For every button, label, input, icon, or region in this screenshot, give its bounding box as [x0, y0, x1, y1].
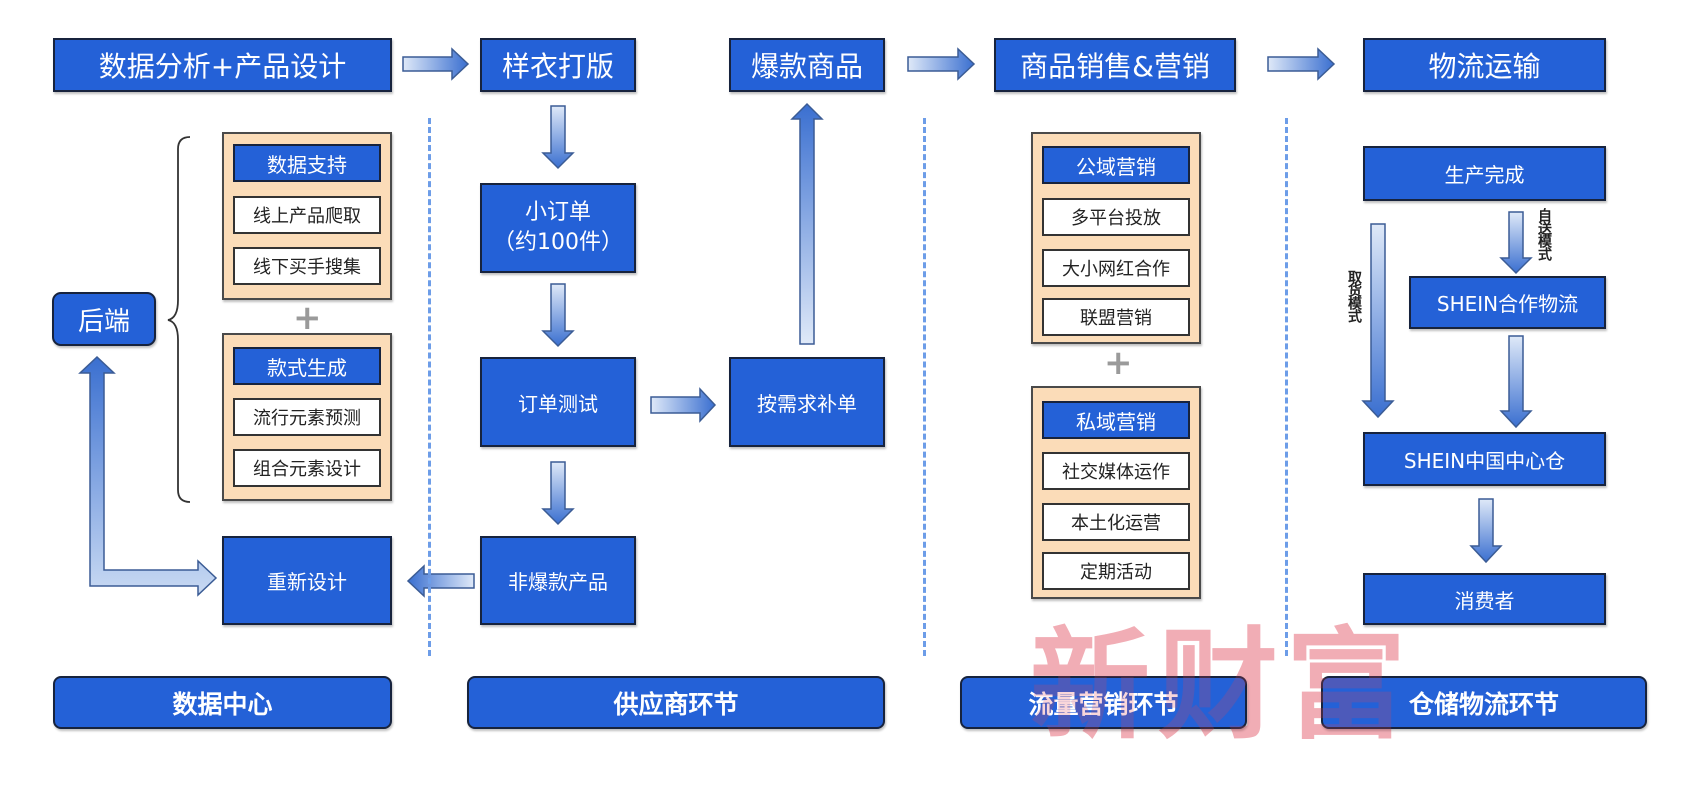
step-sales-marketing: 商品销售&营销 [994, 38, 1236, 92]
plus-icon: + [293, 298, 322, 338]
arrow-down-icon [1499, 211, 1533, 275]
central-warehouse-box: SHEIN中国中心仓 [1363, 432, 1606, 486]
step-sample-making: 样衣打版 [480, 38, 636, 92]
panel-item: 本土化运营 [1042, 503, 1190, 541]
section-warehouse-logistics: 仓储物流环节 [1321, 676, 1647, 729]
step-hot-products: 爆款商品 [729, 38, 885, 92]
arrow-down-icon [1469, 498, 1503, 564]
section-divider [428, 118, 431, 656]
restock-box: 按需求补单 [729, 357, 885, 447]
small-order-line2: （约100件） [493, 230, 623, 255]
backend-box: 后端 [52, 292, 156, 346]
non-hot-product-box: 非爆款产品 [480, 536, 636, 625]
loop-arrow-icon [78, 355, 218, 597]
step-data-analysis: 数据分析+产品设计 [53, 38, 392, 92]
order-test-box: 订单测试 [480, 357, 636, 447]
section-supplier: 供应商环节 [467, 676, 885, 729]
step-logistics: 物流运输 [1363, 38, 1606, 92]
section-data-center: 数据中心 [53, 676, 392, 729]
self-delivery-label: 自送模式 [1536, 208, 1552, 260]
arrow-right-icon [650, 387, 717, 423]
panel-item: 社交媒体运作 [1042, 452, 1190, 490]
section-traffic-marketing: 流量营销环节 [960, 676, 1247, 729]
data-support-title: 数据支持 [233, 144, 381, 182]
private-marketing-panel: 私域营销 社交媒体运作 本土化运营 定期活动 [1031, 386, 1201, 599]
arrow-right-icon [1267, 47, 1336, 81]
panel-item: 线上产品爬取 [233, 196, 381, 234]
consumer-box: 消费者 [1363, 573, 1606, 625]
redesign-box: 重新设计 [222, 536, 392, 625]
arrow-down-icon [541, 105, 575, 170]
arrow-down-icon [1499, 335, 1533, 429]
watermark-overlay: 新财富 [1030, 615, 1414, 756]
panel-item: 组合元素设计 [233, 449, 381, 487]
small-order-line1: 小订单 [524, 200, 591, 225]
panel-item: 大小网红合作 [1042, 249, 1190, 287]
arrow-down-icon [541, 461, 575, 526]
panel-item: 多平台投放 [1042, 198, 1190, 236]
style-generation-panel: 款式生成 流行元素预测 组合元素设计 [222, 333, 392, 501]
panel-item: 线下买手搜集 [233, 247, 381, 285]
panel-item: 流行元素预测 [233, 398, 381, 436]
public-marketing-title: 公域营销 [1042, 146, 1190, 184]
section-divider [1285, 118, 1288, 656]
plus-icon: + [1104, 343, 1133, 383]
small-order-box: 小订单 （约100件） [480, 183, 636, 273]
production-done-box: 生产完成 [1363, 146, 1606, 201]
arrow-right-icon [907, 47, 976, 81]
brace-icon [167, 136, 191, 503]
arrow-down-icon [1361, 223, 1395, 419]
arrow-up-icon [790, 102, 824, 345]
public-marketing-panel: 公域营销 多平台投放 大小网红合作 联盟营销 [1031, 132, 1201, 344]
section-divider [923, 118, 926, 656]
style-generation-title: 款式生成 [233, 347, 381, 385]
arrow-down-icon [541, 283, 575, 348]
panel-item: 联盟营销 [1042, 298, 1190, 336]
pickup-label: 取货模式 [1346, 270, 1362, 322]
data-support-panel: 数据支持 线上产品爬取 线下买手搜集 [222, 132, 392, 300]
arrow-right-icon [402, 47, 470, 81]
private-marketing-title: 私域营销 [1042, 401, 1190, 439]
panel-item: 定期活动 [1042, 552, 1190, 590]
arrow-left-icon [406, 564, 475, 598]
partner-logistics-box: SHEIN合作物流 [1409, 276, 1606, 329]
